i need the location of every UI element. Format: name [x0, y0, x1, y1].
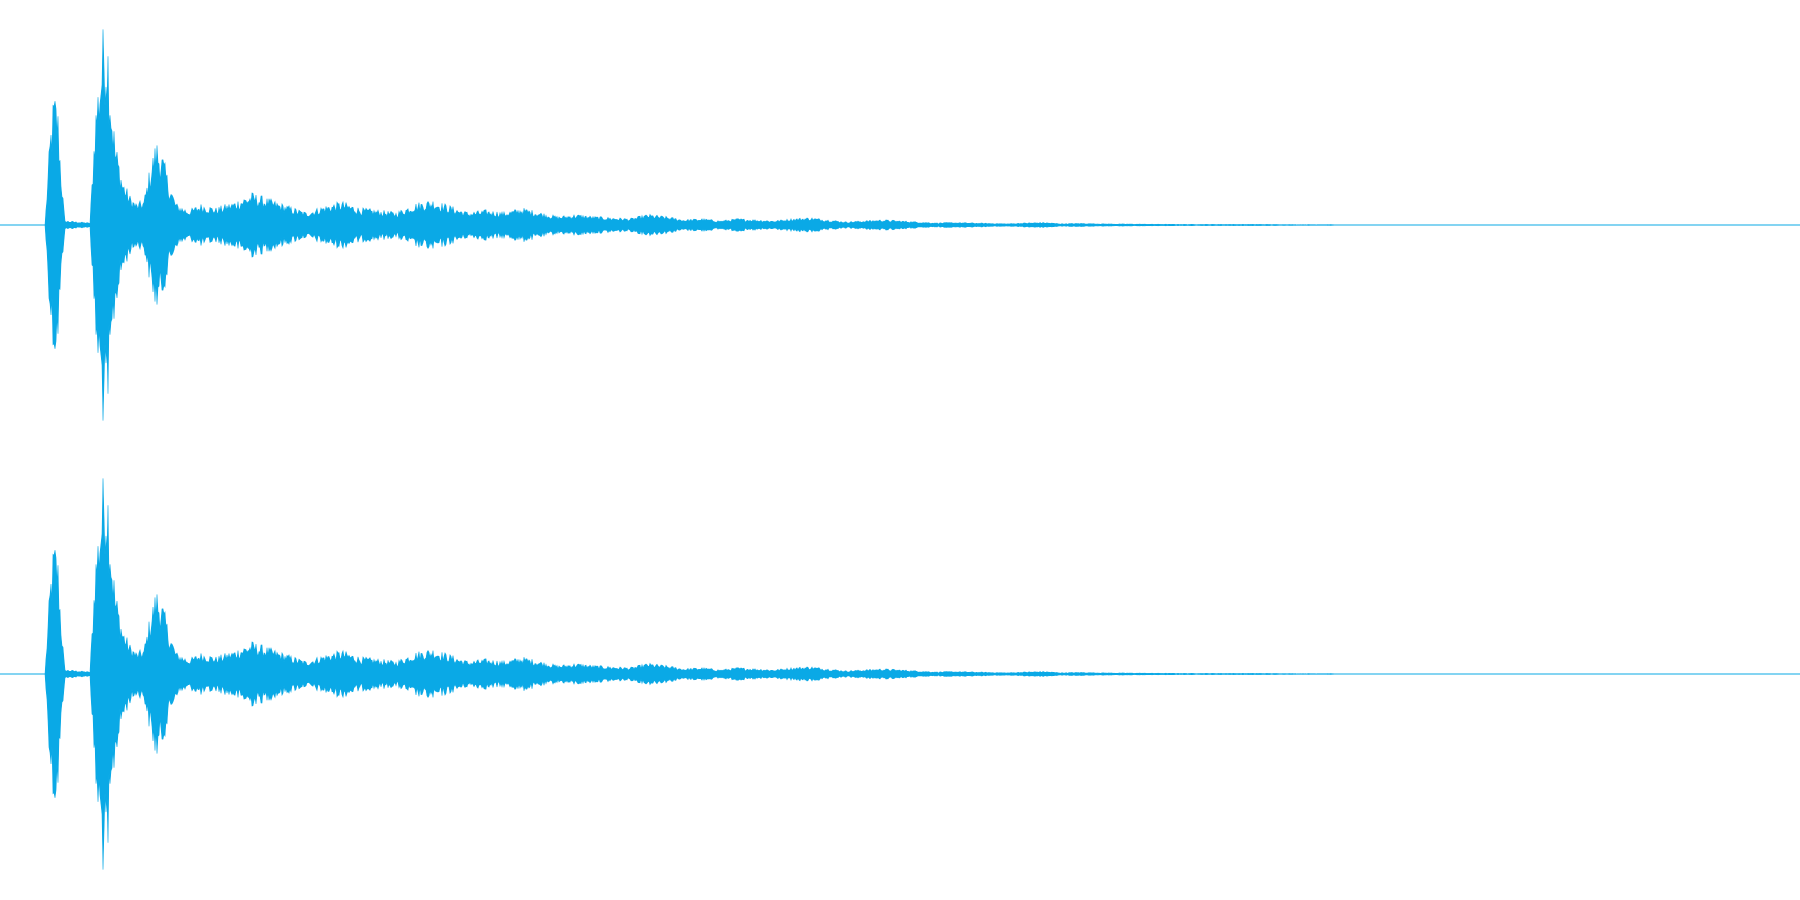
- waveform-shape: [0, 478, 1800, 870]
- waveform-channel-left[interactable]: [0, 29, 1800, 421]
- waveform-channel-right[interactable]: [0, 478, 1800, 870]
- waveform-shape: [0, 29, 1800, 421]
